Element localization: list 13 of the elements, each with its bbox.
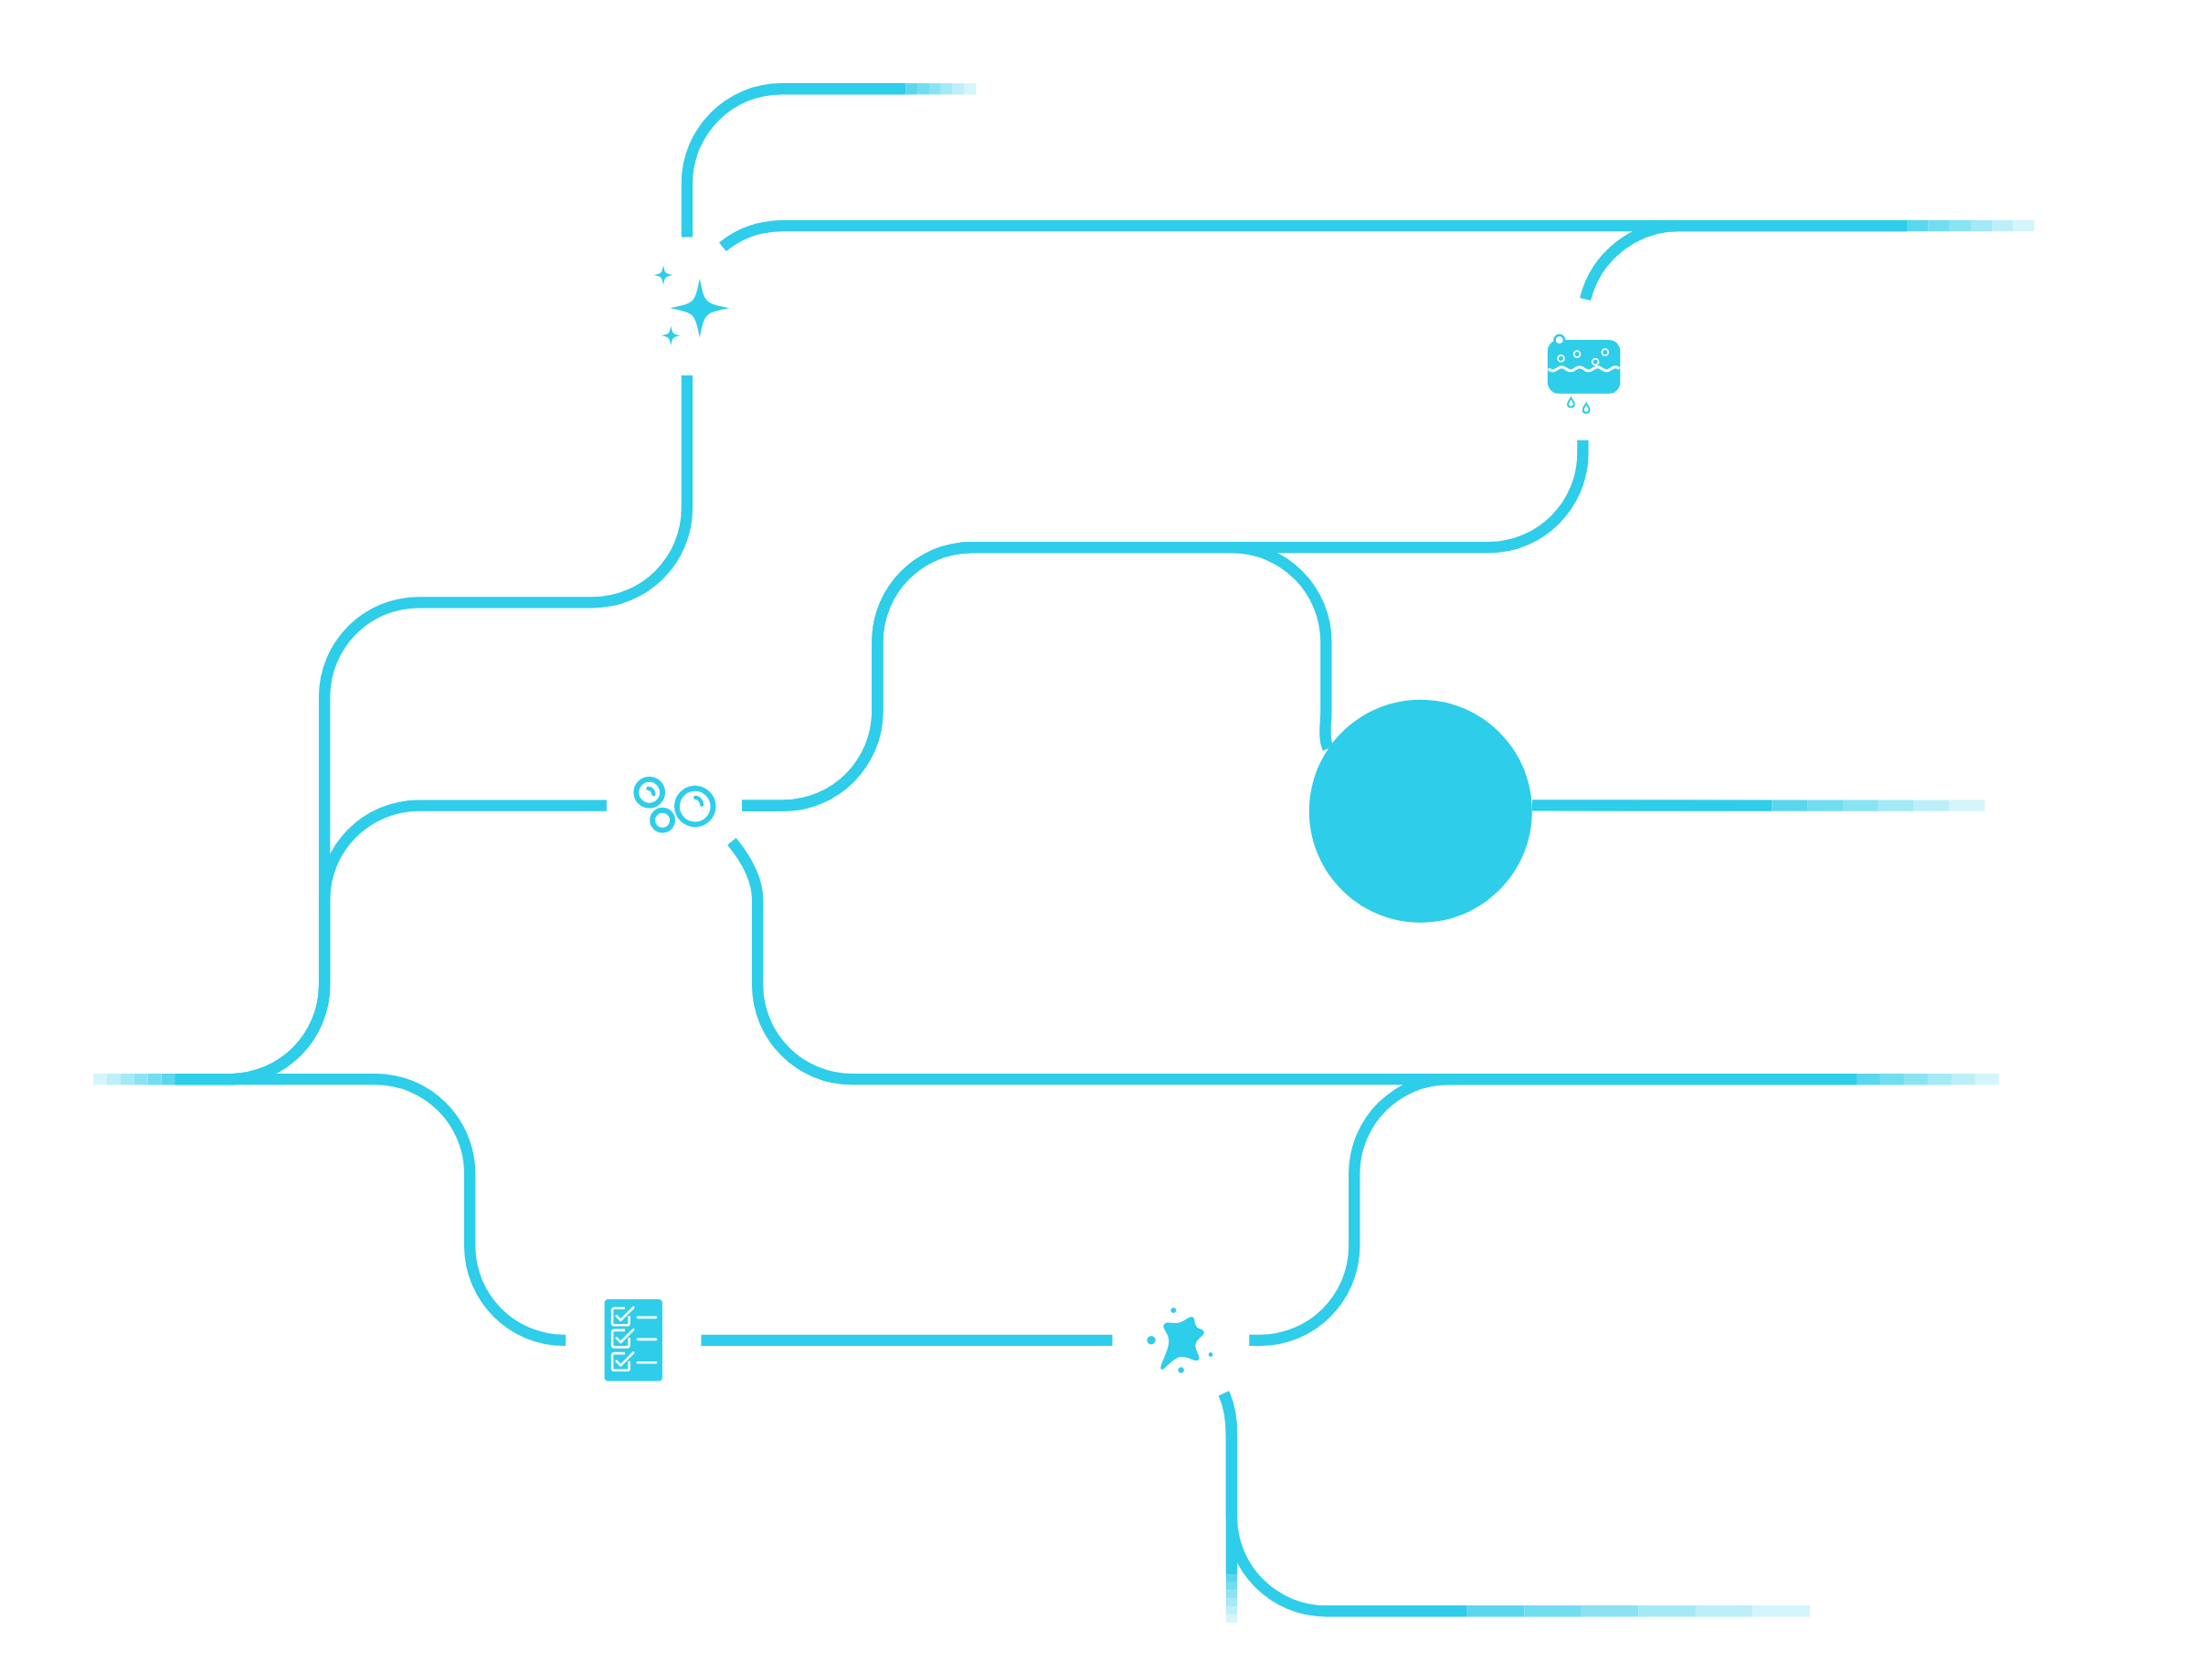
connector-line	[701, 1334, 1113, 1346]
checklist-icon	[604, 1298, 662, 1382]
connector-line	[1580, 219, 1908, 302]
connector-line	[1249, 1073, 1857, 1346]
connector-line	[1218, 1391, 1238, 1575]
connector-line	[681, 83, 906, 238]
circle	[1308, 699, 1532, 923]
sparkle-icon	[653, 265, 730, 346]
splat-icon	[1147, 1308, 1213, 1373]
bubbles-icon	[633, 776, 716, 833]
connector-line	[742, 541, 1334, 811]
connector-line	[1532, 799, 1773, 811]
sponge-icon	[1547, 334, 1621, 414]
